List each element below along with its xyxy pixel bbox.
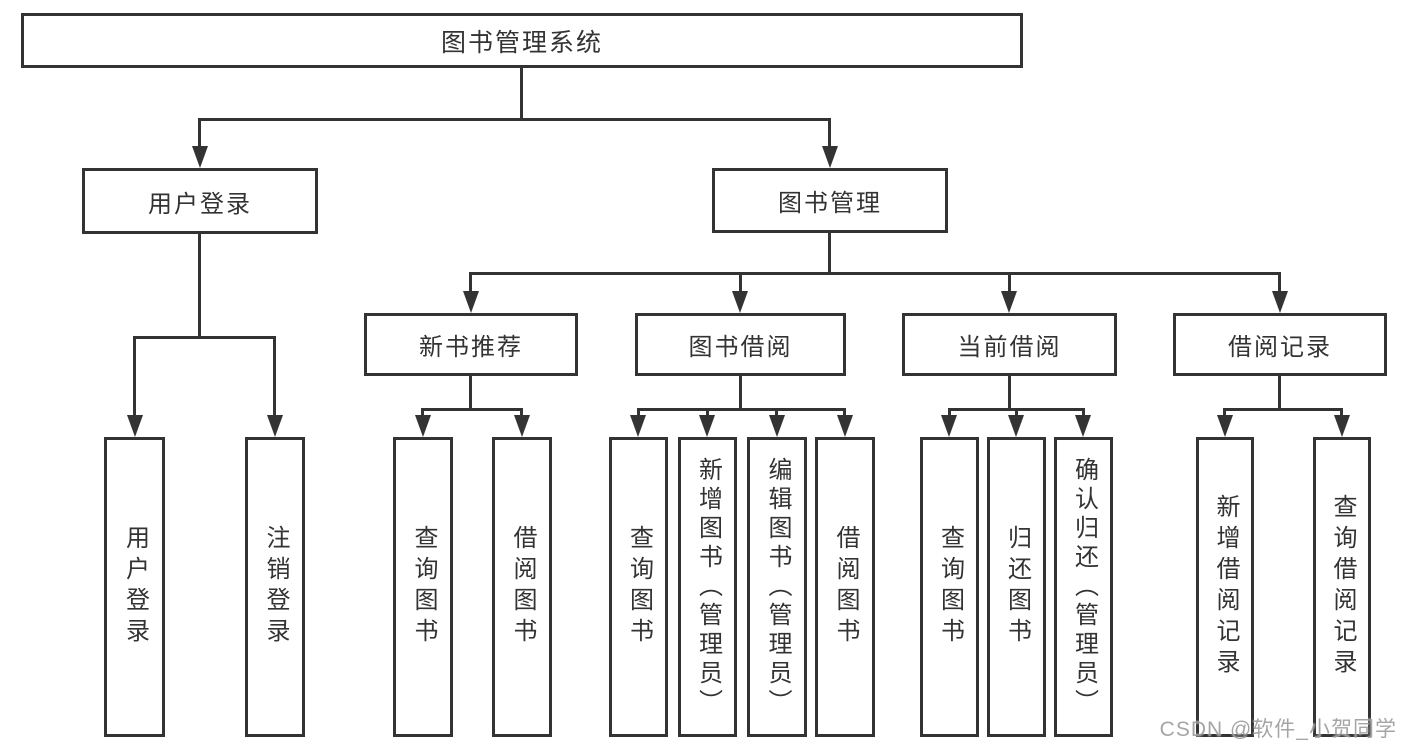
node-borrow-query-books: 查询图书 <box>609 437 668 737</box>
arrow-down-icon <box>192 146 208 168</box>
connector-vline <box>1340 408 1343 418</box>
node-label: 用户登录 <box>121 525 149 649</box>
node-library-management-system: 图书管理系统 <box>21 13 1023 68</box>
node-records-add-borrow-record: 新增借阅记录 <box>1196 437 1254 737</box>
node-login-user-login: 用户登录 <box>104 437 165 737</box>
node-new-book-recommend: 新书推荐 <box>364 313 578 376</box>
connector-vline <box>421 408 424 418</box>
node-borrowing-records: 借阅记录 <box>1173 313 1387 376</box>
node-label: 确认归还（管理员） <box>1070 456 1098 718</box>
connector-hline <box>423 408 522 411</box>
node-label: 新书推荐 <box>419 334 523 361</box>
node-label: 当前借阅 <box>957 334 1062 361</box>
connector-vline <box>828 233 831 275</box>
node-book-management: 图书管理 <box>712 168 948 233</box>
node-login-logout: 注销登录 <box>245 437 305 737</box>
arrow-down-icon <box>941 415 957 437</box>
node-user-login: 用户登录 <box>82 168 318 234</box>
arrow-down-icon <box>1075 415 1091 437</box>
arrow-down-icon <box>415 415 431 437</box>
node-label: 图书管理 <box>778 190 882 217</box>
connector-hline <box>199 118 831 121</box>
connector-vline <box>637 408 640 418</box>
node-current-confirm-return-admin: 确认归还（管理员） <box>1054 437 1113 737</box>
connector-vline <box>1008 272 1011 294</box>
connector-vline <box>520 68 523 118</box>
node-current-return-books: 归还图书 <box>987 437 1046 737</box>
connector-vline <box>1082 408 1085 418</box>
arrow-down-icon <box>127 415 143 437</box>
arrow-down-icon <box>1272 291 1288 313</box>
node-label: 图书借阅 <box>688 334 793 361</box>
node-label: 新增图书（管理员） <box>694 456 722 718</box>
connector-vline <box>520 408 523 418</box>
arrow-down-icon <box>514 415 530 437</box>
connector-vline <box>739 272 742 294</box>
arrow-down-icon <box>837 415 853 437</box>
arrow-down-icon <box>267 415 283 437</box>
connector-vline <box>828 118 831 148</box>
connector-vline <box>469 272 472 294</box>
node-label: 归还图书 <box>1003 525 1031 649</box>
node-label: 查询借阅记录 <box>1329 494 1356 680</box>
node-label: 借阅图书 <box>832 525 859 649</box>
connector-vline <box>706 408 709 418</box>
arrow-down-icon <box>732 291 748 313</box>
connector-vline <box>843 408 846 418</box>
node-label: 用户登录 <box>148 190 252 218</box>
arrow-down-icon <box>769 415 785 437</box>
node-borrow-borrow-books: 借阅图书 <box>815 437 875 737</box>
node-label: 新增借阅记录 <box>1212 494 1239 680</box>
connector-vline <box>469 376 472 411</box>
node-borrow-edit-books-admin: 编辑图书（管理员） <box>747 437 807 737</box>
arrow-down-icon <box>699 415 715 437</box>
connector-hline <box>471 272 1281 275</box>
arrow-down-icon <box>1334 415 1350 437</box>
connector-vline <box>775 408 778 418</box>
node-label: 查询图书 <box>410 525 437 649</box>
node-label: 注销登录 <box>262 525 289 649</box>
node-label: 图书管理系统 <box>440 28 603 57</box>
node-label: 查询图书 <box>625 525 653 649</box>
node-newbook-query-books: 查询图书 <box>393 437 453 737</box>
node-records-query-borrow-record: 查询借阅记录 <box>1313 437 1371 737</box>
connector-hline <box>1225 408 1343 411</box>
connector-vline <box>1015 408 1018 418</box>
node-current-query-books: 查询图书 <box>920 437 979 737</box>
node-current-borrowing: 当前借阅 <box>902 313 1117 376</box>
arrow-down-icon <box>1217 415 1233 437</box>
node-label: 查询图书 <box>936 525 964 649</box>
arrow-down-icon <box>1008 415 1024 437</box>
connector-vline <box>1008 376 1011 411</box>
connector-vline <box>739 376 742 411</box>
arrow-down-icon <box>463 291 479 313</box>
connector-vline <box>133 336 136 418</box>
connector-vline <box>1278 272 1281 294</box>
connector-hline <box>134 336 276 339</box>
connector-vline <box>273 336 276 418</box>
connector-vline <box>198 118 201 148</box>
connector-hline <box>638 408 846 411</box>
csdn-watermark: CSDN @软件_小贺同学 <box>1159 718 1397 741</box>
arrow-down-icon <box>630 415 646 437</box>
connector-vline <box>948 408 951 418</box>
node-book-borrowing: 图书借阅 <box>635 313 846 376</box>
node-label: 编辑图书（管理员） <box>764 456 791 718</box>
node-label: 借阅记录 <box>1228 334 1332 361</box>
connector-vline <box>198 234 201 338</box>
arrow-down-icon <box>1001 291 1017 313</box>
node-borrow-add-books-admin: 新增图书（管理员） <box>678 437 737 737</box>
arrow-down-icon <box>822 146 838 168</box>
node-label: 借阅图书 <box>509 525 536 649</box>
connector-vline <box>1278 376 1281 411</box>
connector-vline <box>1223 408 1226 418</box>
node-newbook-borrow-books: 借阅图书 <box>492 437 552 737</box>
